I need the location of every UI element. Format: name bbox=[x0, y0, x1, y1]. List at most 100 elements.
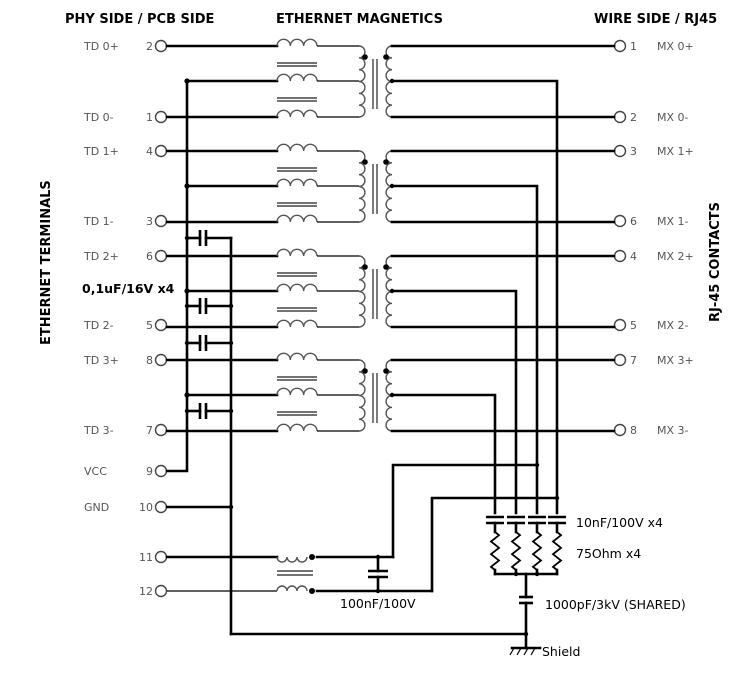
wire bbox=[390, 289, 518, 515]
choke-coil bbox=[276, 38, 318, 47]
choke-coil bbox=[276, 248, 318, 257]
junction-dot bbox=[554, 495, 560, 501]
left-pin-name: TD 1+ bbox=[83, 145, 119, 158]
choke-coil bbox=[276, 556, 308, 563]
left-pin-terminal bbox=[154, 110, 168, 124]
rj45-contacts-label: RJ-45 CONTACTS bbox=[708, 202, 723, 322]
polarity-dot bbox=[362, 264, 368, 270]
left-pin-terminal bbox=[154, 39, 168, 53]
right-pin-terminal bbox=[613, 39, 627, 53]
left-pin-terminal bbox=[154, 353, 168, 367]
polarity-dot bbox=[383, 368, 389, 374]
shield-ground-hatch bbox=[516, 647, 522, 656]
primary-winding bbox=[358, 255, 366, 328]
right-pin-number: 5 bbox=[630, 319, 637, 332]
left-pin-terminal bbox=[154, 144, 168, 158]
left-pin-number: 10 bbox=[139, 501, 153, 514]
left-pin-name: VCC bbox=[84, 465, 107, 478]
right-pin-name: MX 3+ bbox=[657, 354, 694, 367]
left-pin-group: TD 0+2TD 0-1TD 1+4TD 1-3TD 2+6TD 2-5TD 3… bbox=[83, 39, 168, 598]
ethernet-terminals-label: ETHERNET TERMINALS bbox=[39, 180, 54, 345]
junction-dot bbox=[184, 303, 190, 309]
left-pin-terminal bbox=[154, 214, 168, 228]
left-pin-number: 8 bbox=[146, 354, 153, 367]
right-pin-terminal bbox=[613, 144, 627, 158]
left-pin-number: 9 bbox=[146, 465, 153, 478]
phy-side-header: PHY SIDE / PCB SIDE bbox=[65, 12, 214, 27]
left-pin-number: 11 bbox=[139, 551, 153, 564]
right-pin-name: MX 0+ bbox=[657, 40, 694, 53]
termination-resistor bbox=[551, 531, 563, 571]
right-pin-number: 2 bbox=[630, 111, 637, 124]
right-pin-number: 4 bbox=[630, 250, 637, 263]
polarity-dot bbox=[362, 159, 368, 165]
polarity-dot bbox=[309, 554, 315, 560]
wire-side-header: WIRE SIDE / RJ45 bbox=[594, 12, 717, 27]
choke-coil bbox=[276, 214, 318, 223]
polarity-dot bbox=[309, 588, 315, 594]
right-pin-name: MX 3- bbox=[657, 424, 689, 437]
left-pin-number: 6 bbox=[146, 250, 153, 263]
left-pin-terminal bbox=[154, 584, 168, 598]
junction-dot bbox=[389, 78, 395, 84]
right-pin-name: MX 2+ bbox=[657, 250, 694, 263]
choke-coil bbox=[276, 585, 308, 592]
termination-resistor bbox=[510, 531, 522, 571]
magnetics-header: ETHERNET MAGNETICS bbox=[276, 12, 443, 27]
junction-dot bbox=[389, 288, 395, 294]
wire bbox=[391, 463, 539, 559]
wire bbox=[165, 79, 189, 473]
right-pin-terminal bbox=[613, 423, 627, 437]
primary-winding bbox=[358, 45, 366, 118]
choke-coil bbox=[276, 387, 318, 396]
left-pin-terminal bbox=[154, 500, 168, 514]
right-pin-number: 6 bbox=[630, 215, 637, 228]
shield-label: Shield bbox=[542, 644, 580, 659]
termination-resistor-label: 75Ohm x4 bbox=[576, 546, 641, 561]
left-pin-terminal bbox=[154, 249, 168, 263]
led-cap-label: 100nF/100V bbox=[340, 596, 416, 611]
junction-dot bbox=[184, 408, 190, 414]
left-pin-terminal bbox=[154, 550, 168, 564]
choke-coil bbox=[276, 109, 318, 118]
right-pin-name: MX 0- bbox=[657, 111, 689, 124]
left-pin-name: TD 0- bbox=[83, 111, 114, 124]
left-pin-number: 4 bbox=[146, 145, 153, 158]
junction-dot bbox=[375, 554, 381, 560]
right-pin-number: 1 bbox=[630, 40, 637, 53]
termination-resistor bbox=[531, 531, 543, 571]
right-pin-number: 7 bbox=[630, 354, 637, 367]
left-pin-terminal bbox=[154, 464, 168, 478]
junction-dot bbox=[228, 303, 234, 309]
left-pin-number: 7 bbox=[146, 424, 153, 437]
junction-dot bbox=[534, 571, 540, 577]
left-pin-name: TD 3+ bbox=[83, 354, 119, 367]
right-pin-terminal bbox=[613, 110, 627, 124]
termination-resistor bbox=[489, 531, 501, 571]
left-pin-number: 3 bbox=[146, 215, 153, 228]
right-pin-terminal bbox=[613, 249, 627, 263]
choke-coil bbox=[276, 423, 318, 432]
wire bbox=[430, 496, 559, 593]
left-pin-name: TD 2- bbox=[83, 319, 114, 332]
choke-coil bbox=[276, 178, 318, 187]
wire bbox=[390, 79, 559, 515]
termination-cap-label: 10nF/100V x4 bbox=[576, 515, 663, 530]
junction-dot bbox=[389, 183, 395, 189]
polarity-dot bbox=[362, 368, 368, 374]
junction-dot bbox=[228, 504, 234, 510]
right-pin-number: 3 bbox=[630, 145, 637, 158]
left-pin-name: TD 1- bbox=[83, 215, 114, 228]
shield-ground-hatch bbox=[523, 647, 529, 656]
decoupling-cap-label: 0,1uF/16V x4 bbox=[82, 281, 175, 296]
junction-dot bbox=[184, 235, 190, 241]
left-pin-number: 1 bbox=[146, 111, 153, 124]
left-pin-number: 5 bbox=[146, 319, 153, 332]
left-pin-name: TD 0+ bbox=[83, 40, 119, 53]
right-pin-terminal bbox=[613, 214, 627, 228]
polarity-dot bbox=[383, 54, 389, 60]
right-pin-name: MX 1- bbox=[657, 215, 689, 228]
junction-dot bbox=[228, 408, 234, 414]
